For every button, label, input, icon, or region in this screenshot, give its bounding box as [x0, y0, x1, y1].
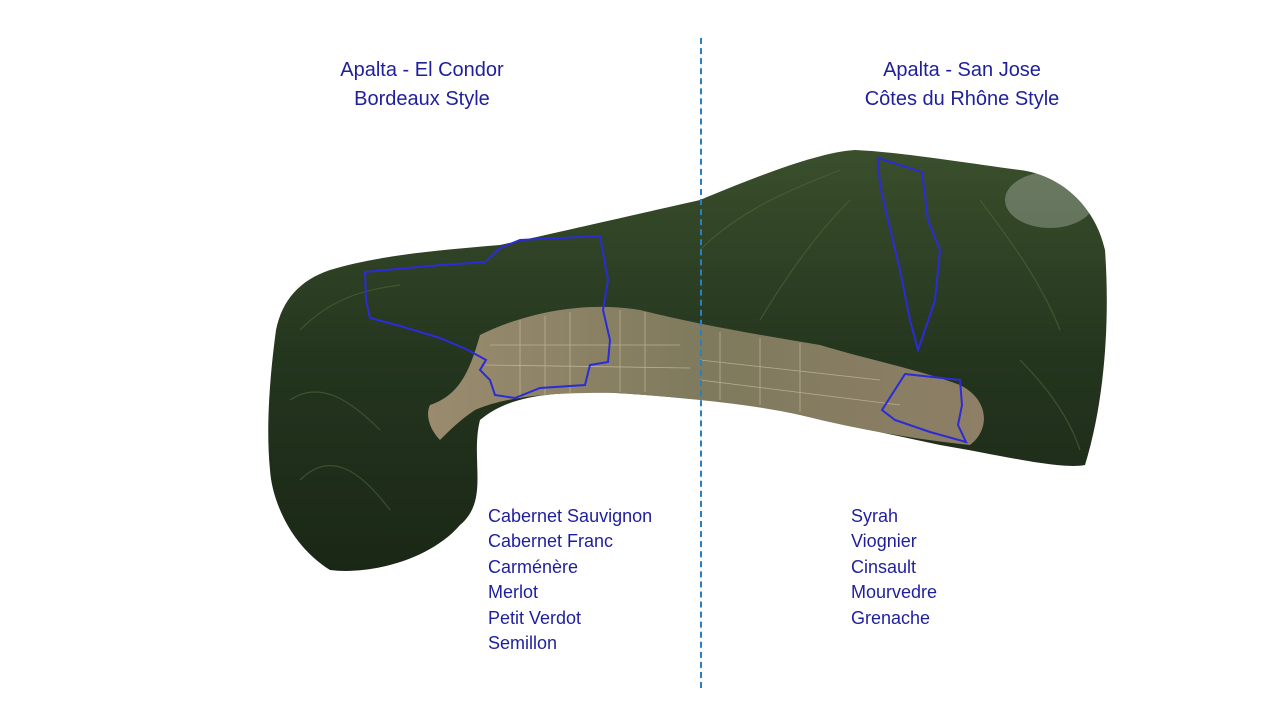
vineyard-grid — [484, 310, 901, 412]
ridge-texture — [289, 169, 1081, 511]
el-condor-boundary — [363, 234, 612, 400]
varietal-item: Viognier — [851, 531, 917, 552]
varietal-item: Cabernet Sauvignon — [488, 506, 653, 526]
varietal-item: Cinsault — [851, 556, 917, 577]
el-condor-subtitle: Bordeaux Style — [354, 88, 490, 110]
valley-floor — [428, 306, 984, 445]
el-condor-heading: Apalta - El Condor Bordeaux Style — [272, 56, 572, 114]
varietal-item: Syrah — [851, 506, 899, 526]
haze-highlight — [1005, 172, 1095, 228]
el-condor-title: Apalta - El Condor — [340, 59, 504, 81]
varietal-item: Semillon — [488, 633, 558, 654]
san-jose-lower-boundary — [880, 372, 968, 444]
san-jose-upper-boundary — [876, 156, 942, 354]
varietal-item: Grenache — [851, 607, 931, 628]
varietal-item: Cabernet Franc — [488, 531, 614, 552]
san-jose-varietal-list: Syrah Viognier Cinsault Mourvedre Grenac… — [851, 504, 937, 631]
el-condor-varietal-list: Cabernet Sauvignon Cabernet Franc Carmén… — [488, 504, 652, 656]
dashed-divider — [700, 38, 702, 688]
san-jose-subtitle: Côtes du Rhône Style — [864, 88, 1060, 110]
varietal-item: Carménère — [488, 556, 579, 577]
san-jose-title: Apalta - San Jose — [883, 59, 1041, 81]
varietal-item: Merlot — [488, 582, 539, 603]
varietal-item: Mourvedre — [851, 582, 938, 603]
san-jose-heading: Apalta - San Jose Côtes du Rhône Style — [812, 56, 1112, 114]
varietal-item: Petit Verdot — [488, 607, 582, 628]
